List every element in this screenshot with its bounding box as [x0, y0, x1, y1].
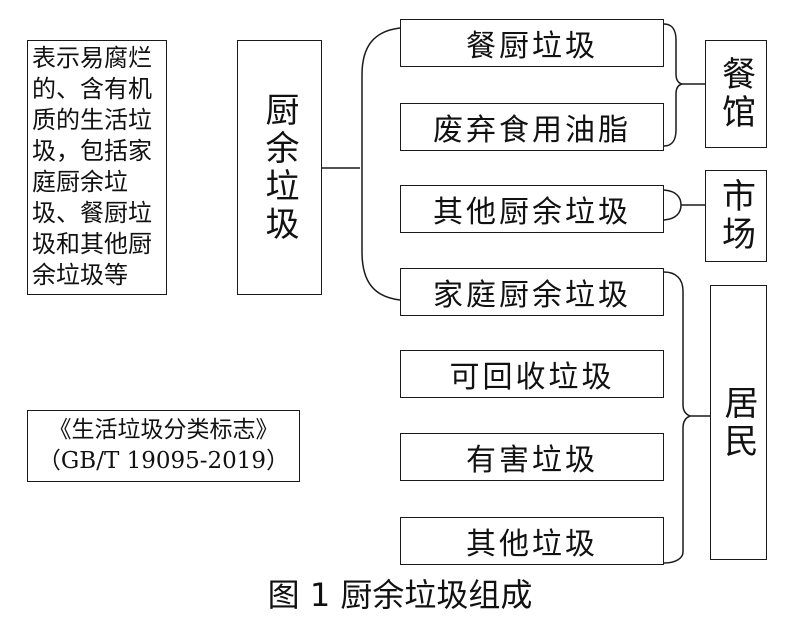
category-label: 家庭厨余垃圾: [433, 278, 631, 313]
source-box-residents: 居民: [710, 285, 767, 560]
category-box: 家庭厨余垃圾: [400, 268, 664, 316]
category-label: 有害垃圾: [466, 443, 598, 478]
category-label: 其他厨余垃圾: [433, 195, 631, 230]
main-category-label: 厨余垃圾: [259, 91, 299, 244]
figure-caption: 图 1 厨余垃圾组成: [267, 576, 533, 614]
category-label: 可回收垃圾: [449, 360, 615, 395]
source-label: 居民: [718, 384, 758, 461]
category-label: 其他垃圾: [466, 527, 598, 562]
standard-title: 《生活垃圾分类标志》: [48, 417, 279, 443]
description-text: 表示易腐烂的、含有机质的生活垃圾，包括家庭厨余垃圾、餐厨垃圾和其他厨余垃圾等: [32, 44, 152, 289]
category-box: 可回收垃圾: [400, 350, 664, 398]
source-label: 市场: [715, 178, 756, 254]
category-box: 其他厨余垃圾: [400, 185, 664, 233]
standard-code: （GB/T 19095-2019）: [37, 448, 290, 474]
bracket-residents: [663, 271, 710, 564]
bracket-market: [663, 189, 705, 221]
source-box-market: 市场: [705, 170, 767, 262]
main-category-box: 厨余垃圾: [237, 40, 322, 295]
category-label: 废弃食用油脂: [433, 113, 631, 148]
category-box: 废弃食用油脂: [400, 103, 664, 151]
bracket-left: [361, 27, 401, 301]
category-box: 餐厨垃圾: [400, 19, 664, 67]
category-label: 餐厨垃圾: [466, 29, 598, 64]
description-box: 表示易腐烂的、含有机质的生活垃圾，包括家庭厨余垃圾、餐厨垃圾和其他厨余垃圾等: [27, 40, 167, 295]
category-box: 有害垃圾: [400, 433, 664, 481]
category-box: 其他垃圾: [400, 517, 664, 565]
source-label: 餐馆: [715, 56, 756, 132]
bracket-restaurant: [663, 23, 705, 147]
source-box-restaurant: 餐馆: [705, 40, 767, 148]
standard-box: 《生活垃圾分类标志》 （GB/T 19095-2019）: [27, 410, 300, 482]
